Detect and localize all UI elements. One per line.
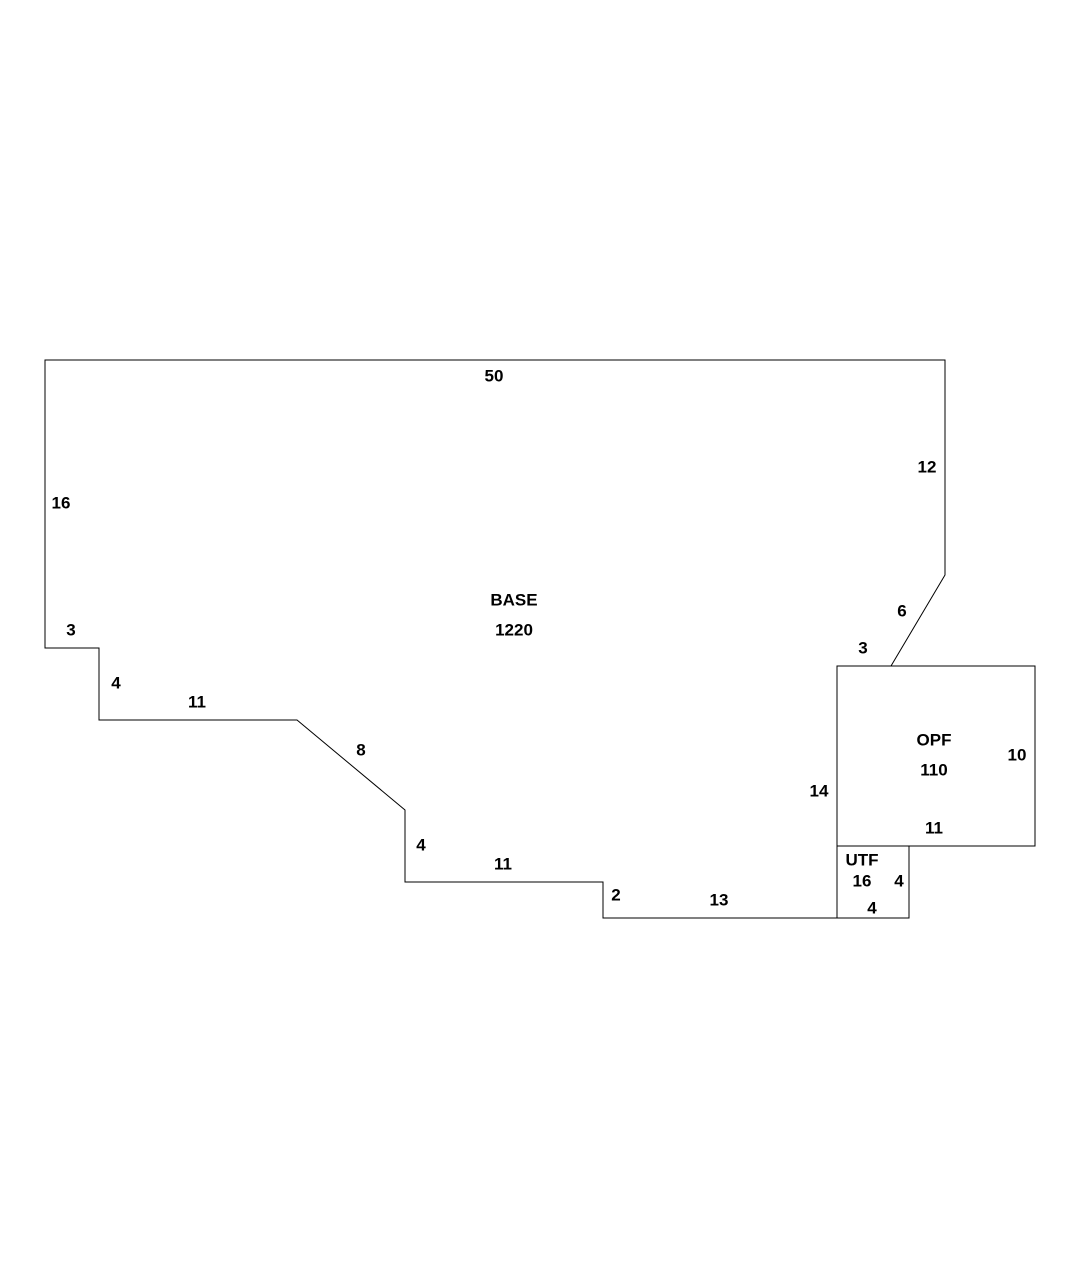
opf-area: 110 xyxy=(920,760,947,779)
dim-small-vertical: 2 xyxy=(611,885,620,904)
dim-top: 50 xyxy=(485,366,504,385)
base-outline xyxy=(44,359,946,919)
dim-step-left: 3 xyxy=(66,620,75,639)
dim-mid-horizontal: 11 xyxy=(494,854,512,873)
dim-left: 16 xyxy=(52,493,71,512)
dim-diagonal-left: 8 xyxy=(356,740,365,759)
utf-label: UTF xyxy=(845,850,878,869)
opf-outline xyxy=(836,665,1036,847)
utf-dim-bottom: 4 xyxy=(867,898,877,917)
utf-area: 16 xyxy=(853,871,872,890)
opf-label: OPF xyxy=(917,730,952,749)
dim-step-top-right: 3 xyxy=(858,638,867,657)
dim-lower-left-horizontal: 11 xyxy=(188,692,206,711)
dim-right: 12 xyxy=(918,457,937,476)
opf-dim-right: 10 xyxy=(1008,745,1027,764)
dim-mid-vertical: 4 xyxy=(416,835,426,854)
dim-bottom: 13 xyxy=(710,890,729,909)
base-label: BASE xyxy=(490,590,537,609)
dim-diagonal-right: 6 xyxy=(897,601,906,620)
dim-right-inner-vertical: 14 xyxy=(810,781,829,800)
utf-dim-right: 4 xyxy=(894,871,904,890)
utf-outline xyxy=(836,845,910,919)
opf-dim-bottom: 11 xyxy=(925,818,943,837)
base-area: 1220 xyxy=(495,620,533,639)
dim-step-left-vertical: 4 xyxy=(111,673,121,692)
